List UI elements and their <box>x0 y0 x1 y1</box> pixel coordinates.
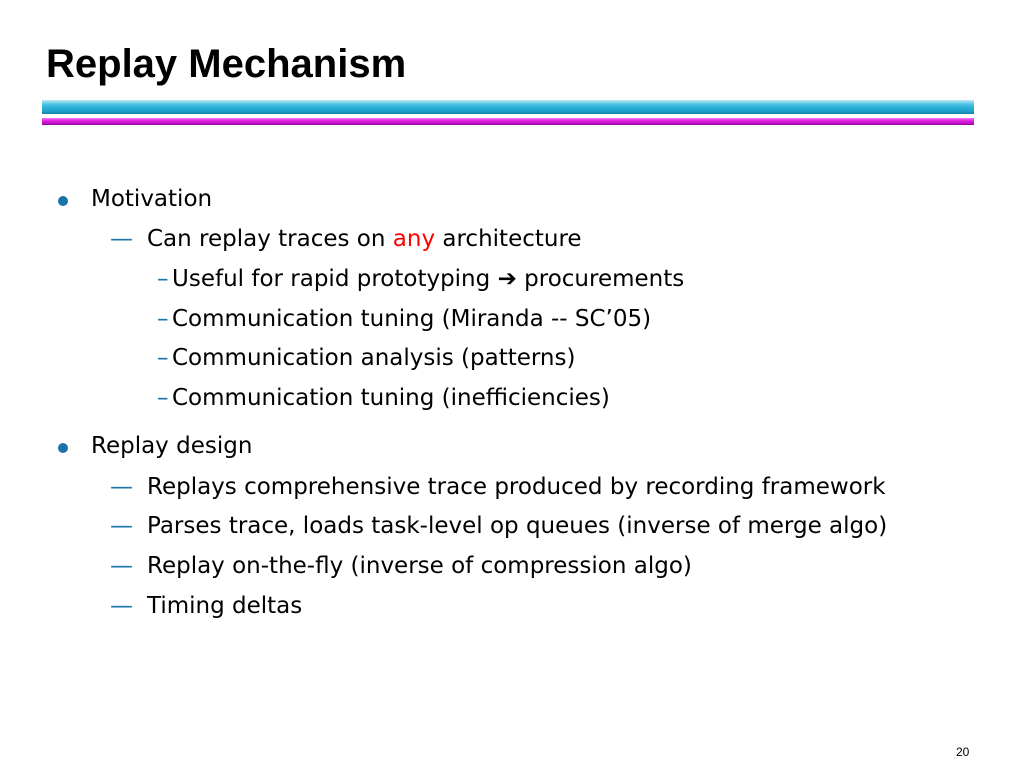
highlight-any: any <box>392 226 436 252</box>
subitem-replays-comprehensive-trace: Replays comprehensive trace produced by … <box>147 474 886 500</box>
subsubitem-text: Useful for rapid prototyping <box>172 266 498 292</box>
subsubitem-rapid-prototyping: Useful for rapid prototyping ➔ procureme… <box>172 268 684 291</box>
bullet-dot <box>58 196 68 206</box>
sub-dash: – <box>157 266 169 292</box>
slide-title: Replay Mechanism <box>46 42 407 86</box>
subitem-text-after: architecture <box>435 226 582 252</box>
subitem-timing-deltas: Timing deltas <box>147 593 303 619</box>
subsubitem-communication-tuning-miranda: Communication tuning (Miranda -- SC’05) <box>172 306 652 332</box>
subsubitem-communication-tuning-inefficiencies: Communication tuning (inefficiencies) <box>172 385 610 411</box>
title-rule-magenta <box>42 118 974 125</box>
dash-glyph: — <box>110 226 133 252</box>
subsubitem-text-after: procurements <box>516 266 685 292</box>
subitem-replay-any-architecture: Can replay traces on any architecture <box>147 228 582 251</box>
subitem-parses-trace: Parses trace, loads task-level op queues… <box>147 513 888 539</box>
arrow-right-icon: ➔ <box>497 266 517 292</box>
dash-glyph: — <box>110 553 133 579</box>
sub-dash: – <box>157 345 169 371</box>
sub-dash: – <box>157 385 169 411</box>
subsubitem-communication-analysis: Communication analysis (patterns) <box>172 345 576 371</box>
title-rule-cyan <box>42 100 974 114</box>
dash-glyph: — <box>110 513 133 539</box>
subitem-replay-on-the-fly: Replay on-the-fly (inverse of compressio… <box>147 553 692 579</box>
dash-glyph: — <box>110 593 133 619</box>
page-number: 20 <box>956 745 970 759</box>
bullet-dot <box>58 443 68 453</box>
bullet-motivation: Motivation <box>91 186 213 212</box>
bullet-replay-design: Replay design <box>91 433 253 459</box>
sub-dash: – <box>157 306 169 332</box>
subitem-text-before: Can replay traces on <box>147 226 393 252</box>
dash-glyph: — <box>110 474 133 500</box>
